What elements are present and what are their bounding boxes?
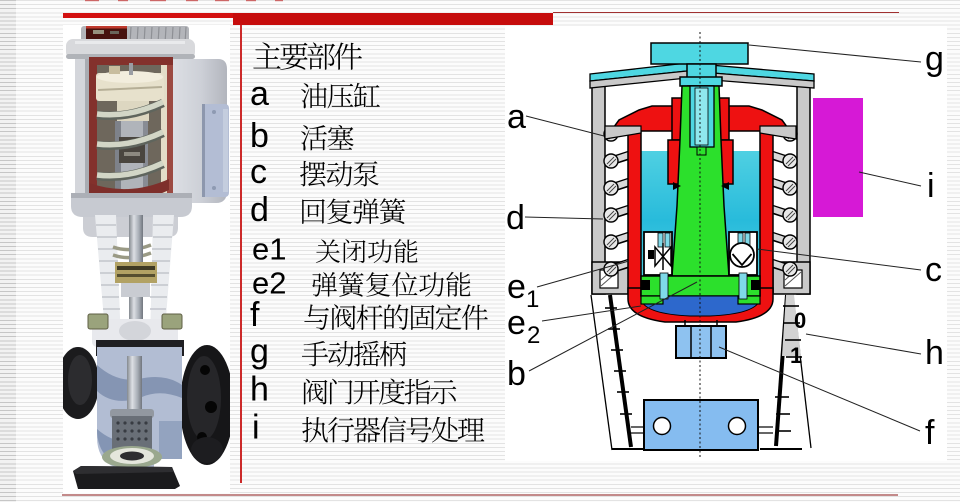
svg-text:b: b: [250, 117, 269, 155]
svg-text:d: d: [250, 191, 269, 229]
svg-text:g: g: [925, 40, 944, 78]
svg-text:g: g: [250, 333, 269, 371]
svg-text:2: 2: [527, 322, 540, 349]
svg-text:1: 1: [790, 343, 802, 368]
svg-text:e: e: [507, 268, 526, 306]
svg-text:f: f: [250, 296, 260, 334]
svg-text:b: b: [507, 355, 526, 393]
svg-text:f: f: [925, 414, 935, 452]
svg-text:e: e: [507, 304, 526, 342]
svg-text:e2: e2: [252, 266, 286, 301]
svg-text:c: c: [925, 251, 942, 289]
svg-text:i: i: [252, 409, 260, 447]
svg-text:h: h: [925, 334, 944, 372]
svg-text:a: a: [507, 98, 526, 136]
svg-text:1: 1: [526, 286, 539, 313]
svg-text:c: c: [250, 153, 267, 191]
svg-text:e1: e1: [252, 232, 286, 267]
svg-text:i: i: [927, 167, 935, 205]
svg-text:h: h: [250, 371, 269, 409]
svg-text:d: d: [506, 199, 525, 237]
svg-text:0: 0: [794, 308, 806, 333]
svg-text:a: a: [250, 75, 269, 113]
